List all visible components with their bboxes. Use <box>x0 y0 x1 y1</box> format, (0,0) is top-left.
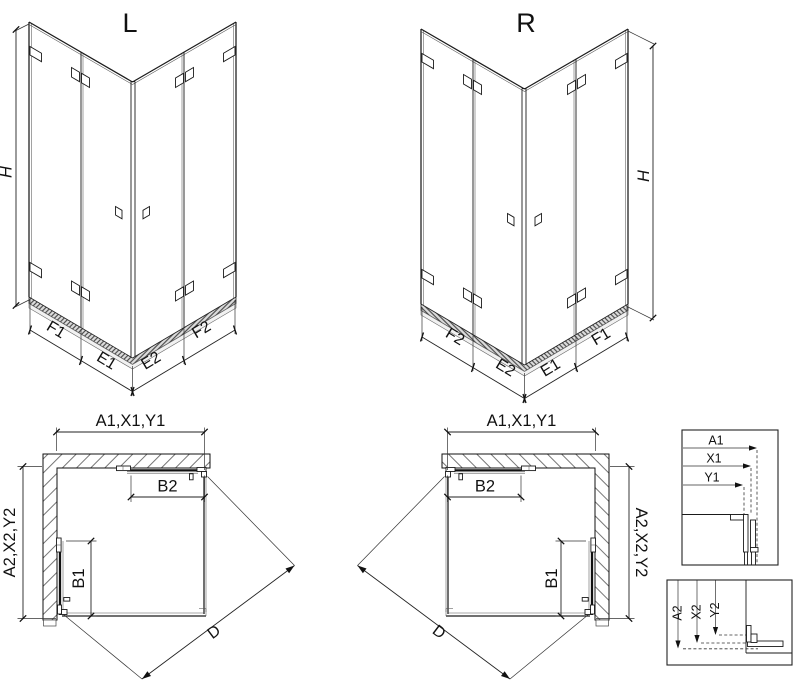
iso-right-height-label: H <box>635 170 653 182</box>
plan-left-width-dim: A1,X1,Y1 <box>96 412 166 430</box>
dim-H-left <box>12 23 30 310</box>
dim-H-right <box>627 30 657 322</box>
iso-left-title: L <box>122 8 137 38</box>
detail-v-dim-a2: A2 <box>671 605 685 620</box>
iso-view-right: R H F2 E2 E1 F1 <box>419 8 657 404</box>
plan-right-door-top-dim: B2 <box>475 478 495 496</box>
iso-left-height-label: H <box>0 166 16 178</box>
plan-right-door-side-dim: B1 <box>543 568 561 588</box>
detail-h-dim-y1: Y1 <box>704 471 719 485</box>
plan-right-width-dim: A1,X1,Y1 <box>487 412 557 430</box>
plan-left-entry-dim: D <box>205 622 224 643</box>
plan-left-door-side-dim: B1 <box>70 568 88 588</box>
plan-left-door-top-dim: B2 <box>157 478 177 496</box>
iso-view-left: L H F1 E1 E2 F2 <box>0 8 238 397</box>
plan-right-depth-dim: A2,X2,Y2 <box>632 508 650 578</box>
iso-right-title: R <box>516 8 536 38</box>
plan-right-lineart <box>356 426 636 680</box>
detail-box-vertical: A2 X2 Y2 <box>666 579 793 666</box>
detail-box-horizontal: A1 X1 Y1 <box>681 429 779 566</box>
detail-v-dim-x2: X2 <box>690 604 704 619</box>
detail-v-dim-y2: Y2 <box>708 602 722 617</box>
plan-view-right: A1,X1,Y1 A2,X2,Y2 B2 B1 D <box>356 412 650 680</box>
plan-left-depth-dim: A2,X2,Y2 <box>1 508 19 578</box>
plan-left-lineart <box>16 426 296 680</box>
detail-h-dim-a1: A1 <box>708 434 723 448</box>
plan-right-entry-dim: D <box>429 622 448 643</box>
plan-view-left: A1,X1,Y1 A2,X2,Y2 B2 B1 D <box>1 412 296 680</box>
detail-h-dim-x1: X1 <box>706 452 721 466</box>
